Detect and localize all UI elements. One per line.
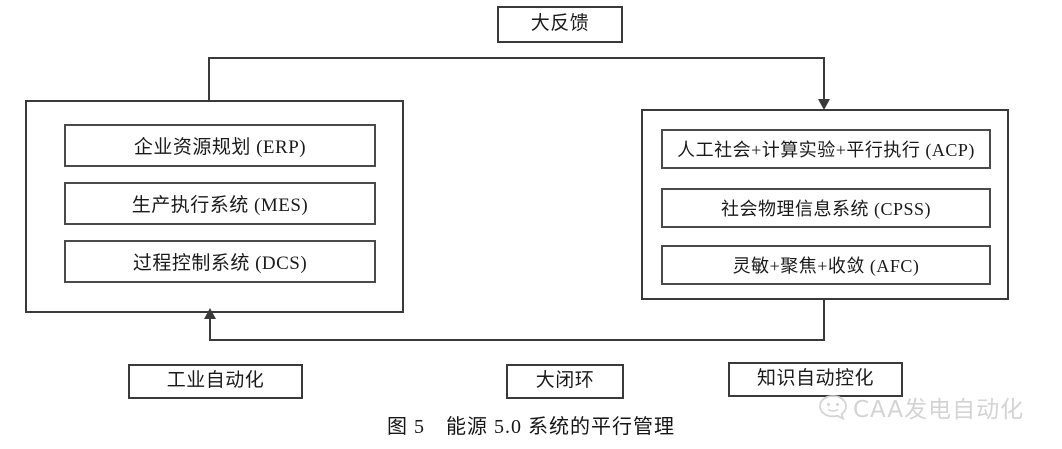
- arrowhead-up-icon: [204, 308, 216, 319]
- node-acp-label: 人工社会+计算实验+平行执行 (ACP): [677, 140, 975, 160]
- connector-bottom-left-riser: [209, 318, 211, 341]
- node-industrial-automation-label: 工业自动化: [166, 370, 265, 392]
- node-afc-label: 灵敏+聚焦+收敛 (AFC): [732, 256, 920, 276]
- connector-bottom-right-drop: [823, 298, 825, 341]
- node-erp[interactable]: 企业资源规划 (ERP): [64, 124, 376, 167]
- connector-top-left-riser: [208, 57, 210, 102]
- node-industrial-automation[interactable]: 工业自动化: [128, 364, 303, 399]
- node-knowledge-automation-label: 知识自动控化: [756, 368, 874, 390]
- node-big-closed-loop[interactable]: 大闭环: [506, 364, 624, 399]
- connector-bottom-horizontal: [209, 339, 825, 341]
- node-knowledge-automation[interactable]: 知识自动控化: [728, 362, 903, 397]
- node-big-feedback-label: 大反馈: [530, 13, 590, 35]
- node-big-closed-loop-label: 大闭环: [535, 370, 595, 392]
- node-cpss-label: 社会物理信息系统 (CPSS): [720, 199, 932, 219]
- node-acp[interactable]: 人工社会+计算实验+平行执行 (ACP): [661, 129, 991, 169]
- node-big-feedback[interactable]: 大反馈: [497, 6, 623, 43]
- node-cpss[interactable]: 社会物理信息系统 (CPSS): [661, 188, 991, 228]
- node-mes[interactable]: 生产执行系统 (MES): [64, 182, 376, 225]
- node-dcs[interactable]: 过程控制系统 (DCS): [64, 240, 376, 283]
- connector-top-horizontal: [208, 57, 825, 59]
- node-dcs-label: 过程控制系统 (DCS): [132, 253, 308, 274]
- node-erp-label: 企业资源规划 (ERP): [133, 137, 307, 158]
- connector-top-right-drop: [823, 57, 825, 103]
- node-afc[interactable]: 灵敏+聚焦+收敛 (AFC): [661, 245, 991, 285]
- node-mes-label: 生产执行系统 (MES): [131, 195, 309, 216]
- figure-caption: 图 5 能源 5.0 系统的平行管理: [387, 416, 675, 438]
- arrowhead-down-icon: [818, 99, 830, 110]
